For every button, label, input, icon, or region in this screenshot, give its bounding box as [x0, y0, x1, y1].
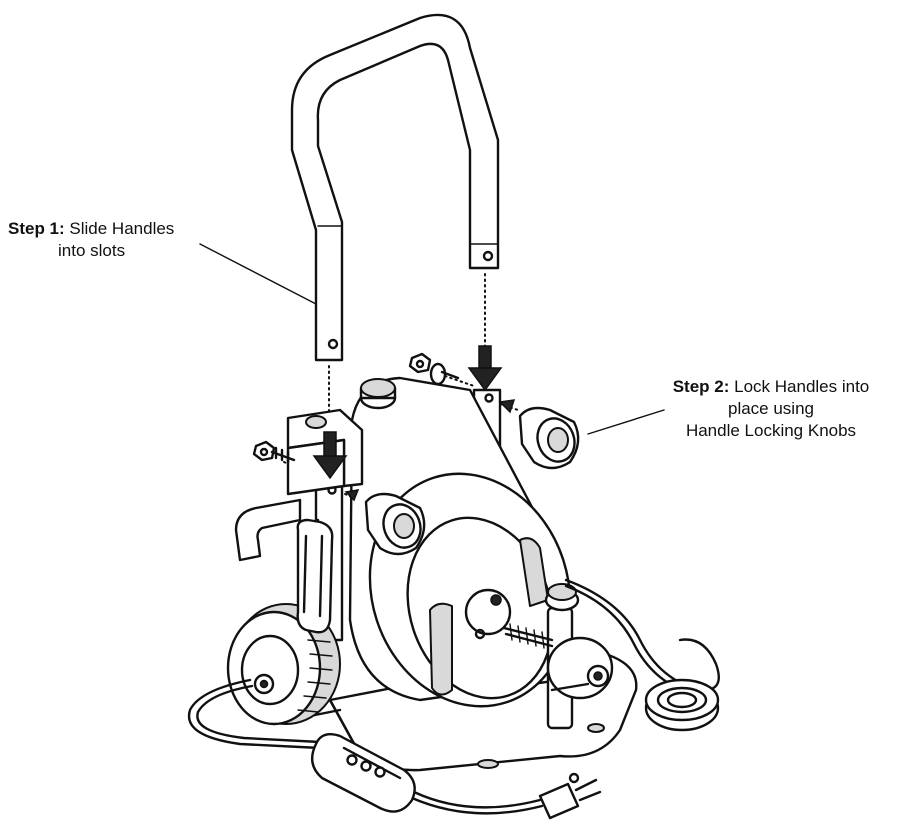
locking-knob-right — [518, 406, 580, 470]
step-1-text-line1: Slide Handles — [64, 219, 175, 238]
step-2-text-line3: Handle Locking Knobs — [685, 421, 857, 440]
bolt-right — [408, 352, 460, 386]
guide-line-bolt-right — [444, 375, 475, 387]
gfci-switch — [310, 733, 416, 813]
power-plug — [538, 772, 602, 820]
wheel — [226, 603, 341, 726]
callout-leader-step2 — [587, 409, 665, 435]
drum — [348, 376, 572, 708]
power-cord — [187, 678, 544, 815]
foot-pedal — [564, 578, 720, 732]
step-1-text-line2: into slots — [58, 241, 126, 260]
step-1-label: Step 1: — [8, 219, 65, 238]
step-2-text-line1: Lock Handles into — [729, 377, 870, 396]
step-2-text-line2: place using — [727, 399, 814, 418]
arrow-knob-left — [344, 489, 360, 502]
locking-knob-left — [364, 492, 426, 556]
callout-step-2: Step 2: Lock Handles into place using Ha… — [640, 376, 902, 442]
callout-step-1: Step 1: Slide Handles into slots — [8, 218, 218, 262]
callout-leader-step1 — [199, 243, 317, 305]
bolt-left — [252, 440, 296, 464]
handle-u-frame — [290, 13, 500, 362]
guide-line-knob-right — [499, 403, 519, 411]
cord-hook — [296, 518, 334, 634]
drum-top-knob — [359, 378, 397, 410]
cable-feed-assembly — [502, 583, 614, 730]
arrow-down-right — [467, 345, 503, 392]
arrow-knob-right — [498, 399, 516, 414]
arrow-down-left — [312, 431, 348, 480]
step-2-label: Step 2: — [672, 377, 730, 396]
